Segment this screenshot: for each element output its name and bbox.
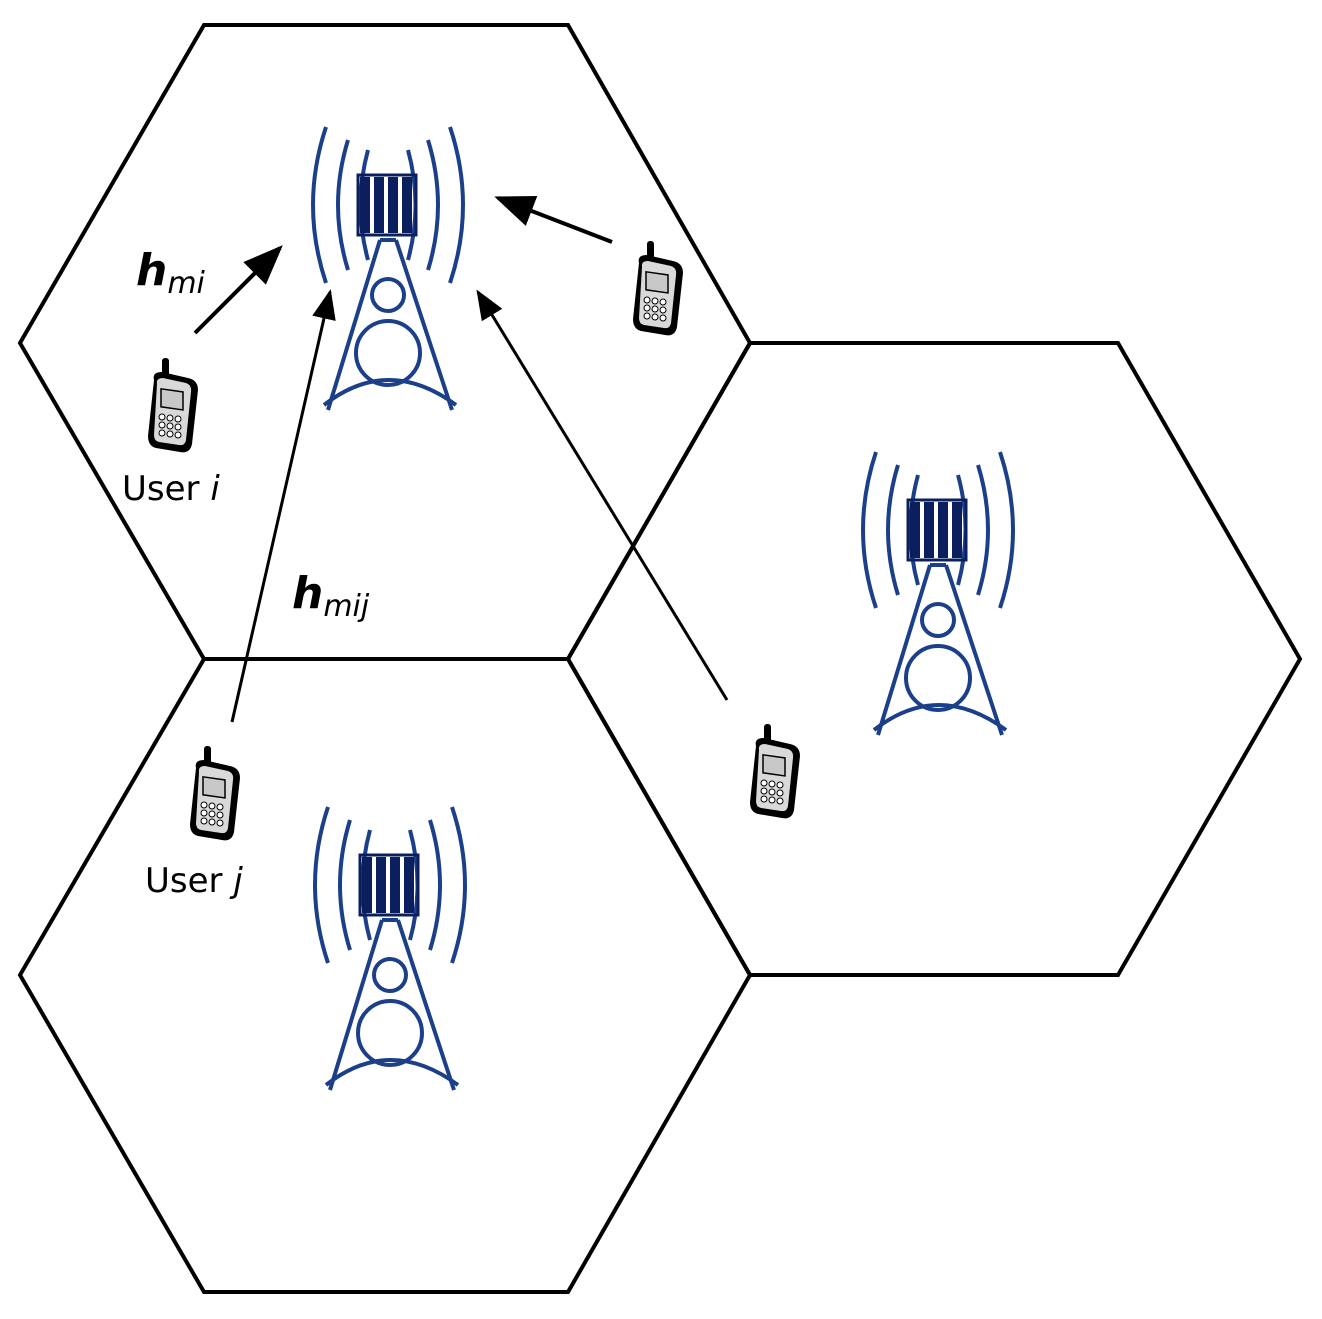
cell-tower-icon xyxy=(311,125,465,412)
arrow-right-user-to-bs xyxy=(476,289,729,701)
cell-bottom-left xyxy=(17,657,753,1294)
arrow-user-i-to-bs xyxy=(193,245,283,335)
label-h-mi: hmi xyxy=(136,245,206,301)
cell-tower-icon xyxy=(861,450,1015,737)
arrow-user-j-to-bs xyxy=(230,289,336,723)
cell-tower-icon xyxy=(313,805,467,1092)
label-h-mij: hmij xyxy=(292,568,370,624)
mobile-phone-icon xyxy=(189,745,241,842)
label-user-i: User i xyxy=(122,469,220,509)
cell-top-left xyxy=(17,23,753,661)
arrow-top-right-user-to-bs xyxy=(494,196,613,244)
mobile-phone-icon xyxy=(147,357,199,454)
cell-right xyxy=(565,341,1303,977)
mobile-phone-icon xyxy=(632,240,684,337)
label-user-j: User j xyxy=(145,861,243,901)
mobile-phone-icon xyxy=(749,723,801,820)
